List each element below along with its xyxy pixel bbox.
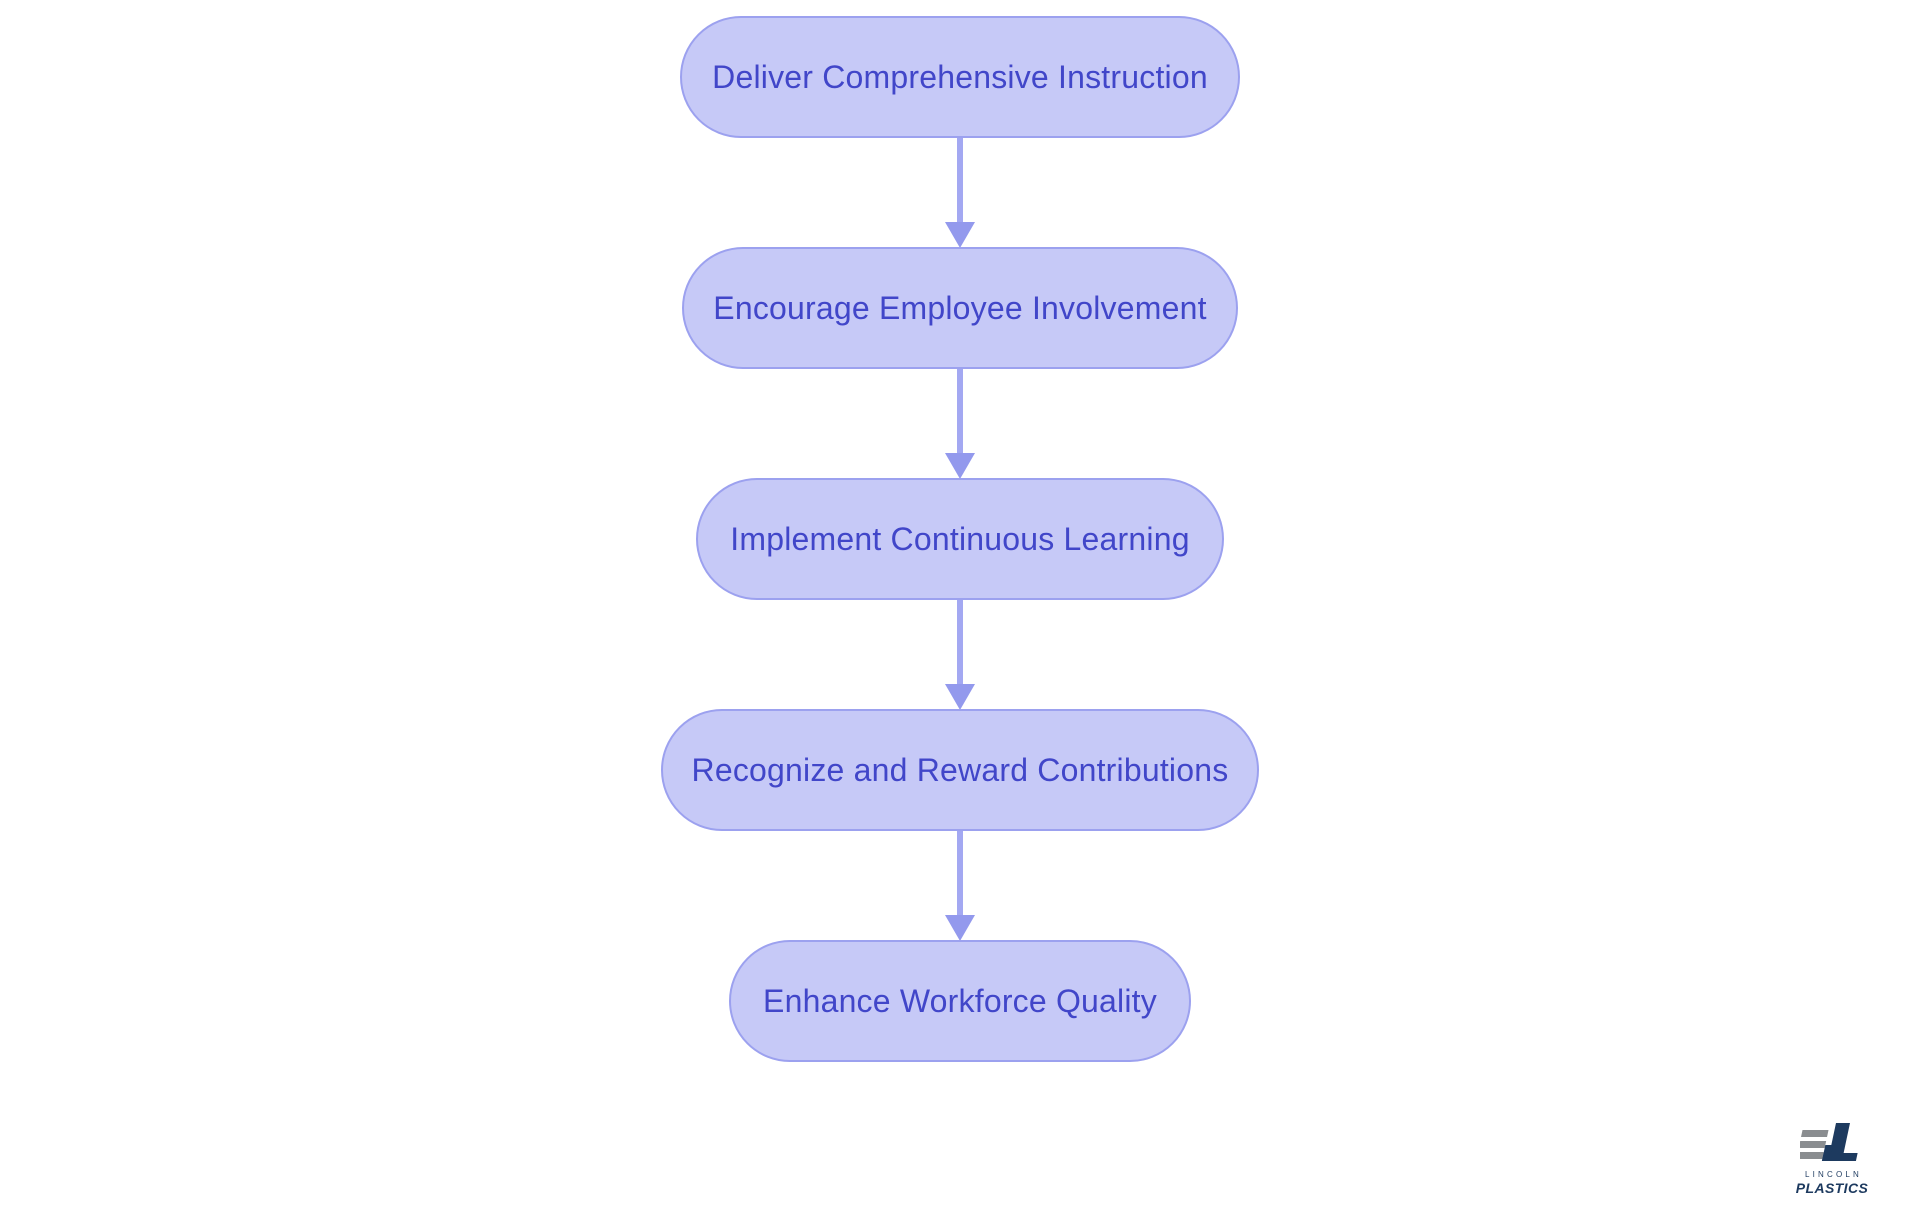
arrow-stem: [957, 600, 963, 684]
lincoln-plastics-logo: LINCOLN PLASTICS: [1794, 1123, 1870, 1195]
flow-node-enhance-workforce-quality: Enhance Workforce Quality: [729, 940, 1191, 1062]
flow-node-implement-continuous-learning: Implement Continuous Learning: [696, 478, 1224, 600]
arrow-head-down-icon: [945, 222, 975, 248]
arrow-head-down-icon: [945, 453, 975, 479]
flow-node-encourage-employee-involvement: Encourage Employee Involvement: [682, 247, 1238, 369]
arrow-head-down-icon: [945, 684, 975, 710]
flow-node-deliver-comprehensive-instruction: Deliver Comprehensive Instruction: [680, 16, 1240, 138]
arrow-stem: [957, 831, 963, 915]
logo-text-lincoln: LINCOLN: [1804, 1170, 1863, 1179]
flow-node-label: Implement Continuous Learning: [730, 520, 1190, 557]
arrow-stem: [957, 369, 963, 453]
flow-node-label: Enhance Workforce Quality: [763, 982, 1157, 1019]
flow-node-label: Deliver Comprehensive Instruction: [712, 58, 1208, 95]
lincoln-plastics-logo-mark-icon: [1800, 1123, 1858, 1161]
flow-node-label: Encourage Employee Involvement: [713, 289, 1207, 326]
logo-text-plastics: PLASTICS: [1795, 1180, 1869, 1196]
flow-node-recognize-and-reward-contributions: Recognize and Reward Contributions: [661, 709, 1259, 831]
flow-node-label: Recognize and Reward Contributions: [691, 751, 1229, 788]
arrow-head-down-icon: [945, 915, 975, 941]
arrow-stem: [957, 138, 963, 222]
